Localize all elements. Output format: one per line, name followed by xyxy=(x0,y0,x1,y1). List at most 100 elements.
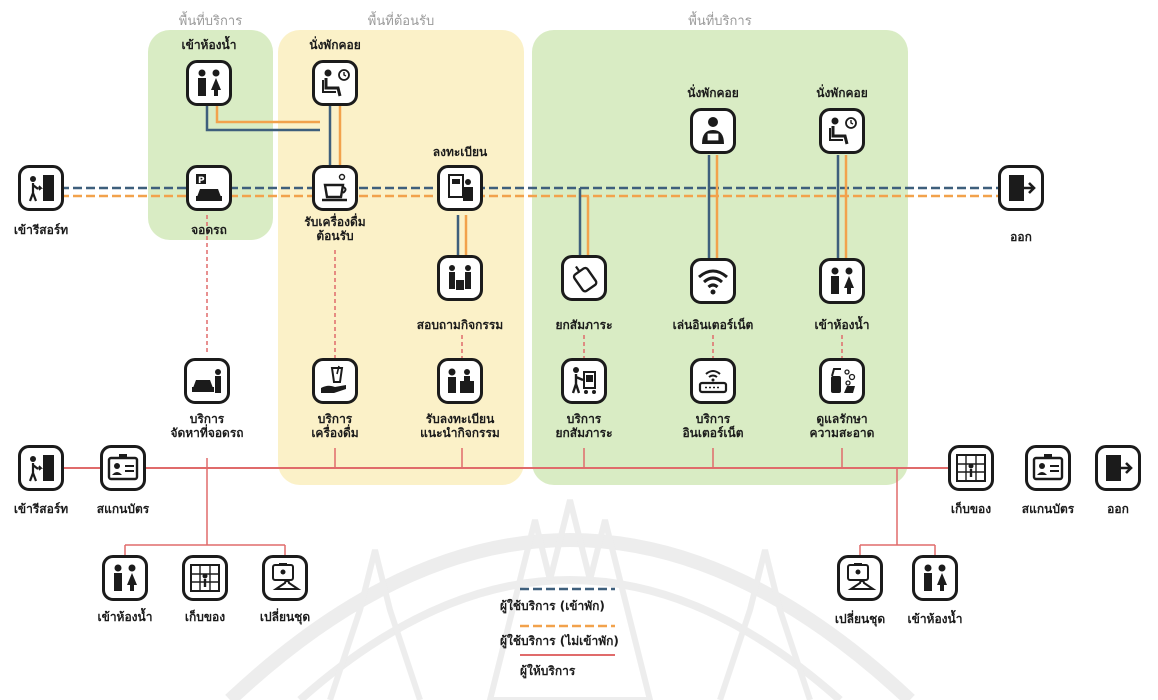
drink-service-node xyxy=(312,358,358,404)
bottom-change-clothes-right-label: เปลี่ยนชุด xyxy=(834,612,886,626)
door-exit-icon xyxy=(1009,175,1036,201)
zone-service-left-title: พื้นที่บริการ xyxy=(178,14,243,29)
registration-service-label-text: รับลงทะเบียน แนะนำกิจกรรม xyxy=(420,412,500,440)
toilet-icon xyxy=(924,564,947,591)
person-laptop-icon xyxy=(702,117,724,144)
id-card-icon xyxy=(107,454,139,481)
svg-text:P: P xyxy=(198,176,205,186)
bottom-exit-label: ออก xyxy=(1107,502,1129,516)
toilet-icon xyxy=(114,564,137,591)
valet-node xyxy=(184,358,230,404)
bottom-scan-card-node xyxy=(100,445,146,491)
drink-service-label-text: บริการ เครื่องดื่ม xyxy=(311,412,359,440)
internet-service-label-text: บริการ อินเตอร์เน็ต xyxy=(682,412,744,440)
clothes-hanger-icon xyxy=(847,563,877,590)
bottom-toilet-right-label: เข้าห้องน้ำ xyxy=(907,612,963,626)
waiting2-label: นั่งพักคอย xyxy=(687,86,739,100)
toilet-label: เข้าห้องน้ำ xyxy=(181,38,237,52)
registration-service-node xyxy=(437,358,483,404)
bottom-storage-right-node xyxy=(948,445,994,491)
bottom-entrance-label: เข้ารีสอร์ท xyxy=(13,502,69,516)
valet-label-text: บริการ จัดหาที่จอดรถ xyxy=(170,412,244,440)
reception-staff-icon xyxy=(448,368,474,393)
cleaning-spray-icon xyxy=(831,368,856,393)
bottom-storage-right-label: เก็บของ xyxy=(950,502,992,516)
cleaning-label-text: ดูแลรักษา ความสะอาด xyxy=(809,412,875,440)
car-parking-icon: P xyxy=(196,174,222,201)
locker-icon xyxy=(956,454,986,482)
legend-guest-stay: ผู้ใช้บริการ (เข้าพัก) xyxy=(500,599,605,613)
bottom-change-clothes-node xyxy=(262,555,308,601)
people-conversation-icon xyxy=(449,265,471,290)
toilet-node xyxy=(186,60,232,106)
bottom-entrance-node xyxy=(18,445,64,491)
register-node xyxy=(437,165,483,211)
parking-node: P xyxy=(186,165,232,211)
bottom-toilet-node xyxy=(102,555,148,601)
zone-service-right-title: พื้นที่บริการ xyxy=(688,14,752,29)
drink-hand-icon xyxy=(321,365,346,393)
internet-node xyxy=(690,258,736,304)
bottom-exit-node xyxy=(1095,445,1141,491)
entrance-label: เข้ารีสอร์ท xyxy=(13,223,69,237)
clothes-hanger-icon xyxy=(272,563,302,590)
waiting-seat-icon xyxy=(829,117,857,145)
welcome-drink-label-text: รับเครื่องดื่ม ต้อนรับ xyxy=(304,215,366,243)
bottom-scan-card-right-label: สแกนบัตร xyxy=(1021,502,1075,516)
bottom-storage-node xyxy=(182,555,228,601)
cleaning-node xyxy=(819,358,865,404)
toilet-icon xyxy=(831,267,854,294)
internet-service-node xyxy=(690,358,736,404)
valet-label: บริการ จัดหาที่จอดรถ xyxy=(170,412,243,440)
id-card-icon xyxy=(1032,454,1064,481)
luggage-node xyxy=(561,255,607,301)
luggage-service-label-text: บริการ ยกสัมภาระ xyxy=(555,412,613,440)
toilet-icon xyxy=(198,69,221,96)
locker-icon xyxy=(190,564,220,592)
waiting1-node xyxy=(312,60,358,106)
waiting3-node xyxy=(819,108,865,154)
door-exit-icon xyxy=(1106,455,1133,481)
coffee-cup-icon xyxy=(322,173,347,202)
zone-reception-title: พื้นที่ต้อนรับ xyxy=(367,14,435,29)
legend-guest-visit: ผู้ใช้บริการ (ไม่เข้าพัก) xyxy=(500,634,619,648)
registration-desk-icon xyxy=(448,174,473,201)
luggage-label: ยกสัมภาระ xyxy=(555,318,613,332)
bottom-storage-label: เก็บของ xyxy=(184,610,226,624)
cleaning-label: ดูแลรักษา ความสะอาด xyxy=(810,412,875,440)
internet-service-label: บริการ อินเตอร์เน็ต xyxy=(682,412,743,440)
toilet2-node xyxy=(819,258,865,304)
parking-label: จอดรถ xyxy=(191,223,227,237)
internet-label: เล่นอินเตอร์เน็ต xyxy=(672,318,754,332)
waiting-seat-icon xyxy=(322,69,350,97)
activity-inquiry-node xyxy=(437,255,483,301)
waiting1-label: นั่งพักคอย xyxy=(309,38,361,52)
luggage-service-node xyxy=(561,358,607,404)
registration-service-label: รับลงทะเบียน แนะนำกิจกรรม xyxy=(420,412,500,440)
waiting2-node xyxy=(690,108,736,154)
waiting3-label: นั่งพักคอย xyxy=(816,86,868,100)
suitcase-icon xyxy=(572,265,598,293)
legend-staff: ผู้ให้บริการ xyxy=(520,664,576,678)
bottom-scan-card-right-node xyxy=(1025,445,1071,491)
bellhop-cart-icon xyxy=(571,367,596,394)
register-label: ลงทะเบียน xyxy=(432,145,488,159)
welcome-drink-label: รับเครื่องดื่ม ต้อนรับ xyxy=(304,215,365,243)
welcome-drink-node xyxy=(312,165,358,211)
bottom-change-clothes-right-node xyxy=(837,555,883,601)
bottom-change-clothes-label: เปลี่ยนชุด xyxy=(259,610,311,624)
university-seal-watermark xyxy=(225,499,915,700)
luggage-service-label: บริการ ยกสัมภาระ xyxy=(555,412,612,440)
door-enter-icon xyxy=(28,175,54,202)
bottom-toilet-label: เข้าห้องน้ำ xyxy=(97,610,153,624)
entrance-node xyxy=(18,165,64,211)
drink-service-label: บริการ เครื่องดื่ม xyxy=(311,412,358,440)
exit-node xyxy=(998,165,1044,211)
exit-label: ออก xyxy=(1010,230,1032,244)
valet-car-icon xyxy=(192,369,221,393)
zone-reception xyxy=(278,30,524,485)
bottom-toilet-right-node xyxy=(912,555,958,601)
router-icon xyxy=(698,370,728,394)
